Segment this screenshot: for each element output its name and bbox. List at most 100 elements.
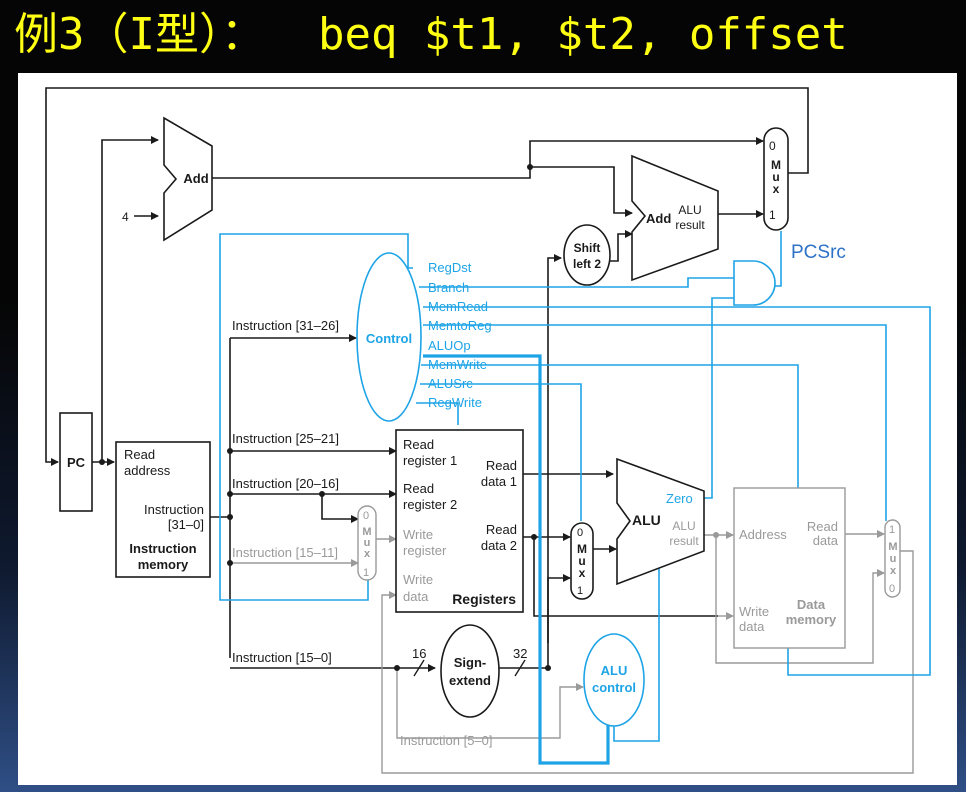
wire-pc-next — [45, 87, 809, 466]
field-20-16: Instruction [20–16] — [232, 476, 339, 491]
memtoreg-mux: 1 M u x 0 — [884, 519, 901, 598]
zero-label: Zero — [666, 491, 693, 506]
pc-label: PC — [67, 455, 86, 470]
field-15-11: Instruction [15–11] — [232, 545, 338, 560]
wire-memtoreg — [423, 324, 887, 521]
datapath-diagram: PC Add 4 Add ALU result Shift left 2 0 M… — [45, 87, 931, 774]
reg-read-reg1-a: Read — [403, 437, 434, 452]
field-25-21: Instruction [25–21] — [232, 431, 339, 446]
wire-aluctl-out — [613, 566, 660, 742]
pc-adder: Add — [163, 116, 213, 242]
register-file: Read register 1 Read register 2 Read dat… — [395, 429, 524, 613]
branch-and-gate — [733, 260, 776, 306]
regdst-mux-1: 1 — [363, 567, 369, 579]
wire-memwrite — [421, 364, 799, 491]
signal-alusrc: ALUSrc — [428, 376, 473, 391]
im-name1: Instruction — [129, 541, 196, 556]
signal-memtoreg: MemtoReg — [428, 318, 492, 333]
wire-pc-plus4-branch — [530, 166, 633, 217]
wire-alu-to-memtoreg — [715, 535, 885, 664]
junction-dots-gray — [713, 532, 719, 538]
wire-sext-to-shift — [547, 254, 562, 643]
control-label: Control — [366, 331, 412, 346]
alu-label: ALU — [632, 512, 661, 528]
extend-label: extend — [449, 673, 491, 688]
constant-four: 4 — [122, 210, 129, 224]
reg-read-data1-a: Read — [486, 458, 517, 473]
dm-read-b: data — [813, 533, 839, 548]
dm-write-a: Write — [739, 604, 769, 619]
wire-instr-20-16-mux — [321, 494, 359, 523]
alusrc-mux-x: x — [579, 566, 586, 580]
regdst-mux-u: u — [364, 537, 371, 549]
shift-label: Shift — [574, 241, 601, 255]
regdst-mux-0: 0 — [363, 510, 369, 522]
alu-result-b: result — [669, 534, 699, 548]
field-15-0: Instruction [15–0] — [232, 650, 332, 665]
width-16: 16 — [412, 646, 426, 661]
wire-read-data2-mem — [533, 537, 718, 617]
wire-instr-5-0 — [396, 668, 584, 739]
add-label: Add — [183, 171, 208, 186]
pcsrc-label: PCSrc — [791, 242, 846, 263]
wire-pc-plus4 — [212, 137, 764, 179]
datapath-figure: PC Add 4 Add ALU result Shift left 2 0 M… — [18, 73, 957, 785]
im-instr-label: Instruction — [144, 502, 204, 517]
wire-zero — [686, 297, 734, 499]
main-alu: ALU Zero ALU result — [616, 457, 705, 586]
dm-write-b: data — [739, 619, 765, 634]
wire-alusrc — [420, 383, 582, 521]
width-32: 32 — [513, 646, 527, 661]
branch-adder: Add ALU result — [631, 154, 719, 282]
instruction-memory: Read address Instruction [31–0] Instruct… — [115, 441, 211, 578]
junction-dots — [99, 164, 551, 671]
slide-title: 例3（I型）： beq $t1, $t2, offset — [14, 9, 848, 60]
im-name2: memory — [138, 557, 189, 572]
alu-control-label-b: control — [592, 680, 636, 695]
alu-control-label-a: ALU — [601, 663, 628, 678]
im-bits-label: [31–0] — [168, 517, 204, 532]
memtoreg-mux-u: u — [890, 553, 897, 565]
dm-read-a: Read — [807, 519, 838, 534]
pcsrc-mux-1: 1 — [769, 208, 776, 222]
reg-read-data2-b: data 2 — [481, 538, 517, 553]
memtoreg-mux-0: 0 — [889, 583, 895, 595]
wire-writeback — [381, 550, 914, 774]
wire-sext-out — [497, 574, 571, 669]
signal-regwrite: RegWrite — [428, 395, 482, 410]
wire-pc-to-add — [101, 136, 159, 462]
pcsrc-mux-x: x — [773, 182, 780, 196]
branch-add-label: Add — [646, 211, 671, 226]
shift-left2-label: left 2 — [573, 257, 601, 271]
pc-register: PC — [59, 412, 93, 512]
branch-result-label: result — [675, 218, 705, 232]
bus-width-marks — [413, 659, 526, 677]
field-31-26: Instruction [31–26] — [232, 318, 339, 333]
pcsrc-mux-u: u — [772, 170, 779, 184]
reg-read-data1-b: data 1 — [481, 474, 517, 489]
im-read-label: Read — [124, 447, 155, 462]
control-unit: Control — [356, 252, 422, 422]
im-address-label: address — [124, 463, 171, 478]
signal-memread: MemRead — [428, 299, 488, 314]
memtoreg-mux-x: x — [890, 565, 897, 577]
signal-regdst: RegDst — [428, 260, 472, 275]
pcsrc-mux: 0 M u x 1 — [763, 127, 789, 231]
control-signals: RegDst Branch MemRead MemtoReg ALUOp Mem… — [428, 260, 492, 410]
shift-left-2: Shift left 2 — [563, 224, 611, 286]
wire-memread — [423, 306, 931, 676]
alusrc-mux-m: M — [577, 542, 587, 556]
pcsrc-mux-m: M — [771, 158, 781, 172]
data-memory: Address Read data Write data Data memory — [733, 487, 846, 649]
instruction-fields: Instruction [31–26] Instruction [25–21] … — [232, 318, 493, 748]
inactive-wires — [230, 530, 914, 774]
regdst-mux-x: x — [364, 548, 371, 560]
alu-control: ALU control — [583, 633, 645, 727]
memtoreg-mux-m: M — [888, 541, 897, 553]
signal-aluop: ALUOp — [428, 338, 471, 353]
reg-write-reg-a: Write — [403, 527, 433, 542]
wire-branch — [419, 277, 734, 288]
registers-label: Registers — [452, 591, 516, 607]
aluop-bus — [423, 354, 610, 765]
signal-memwrite: MemWrite — [428, 357, 487, 372]
